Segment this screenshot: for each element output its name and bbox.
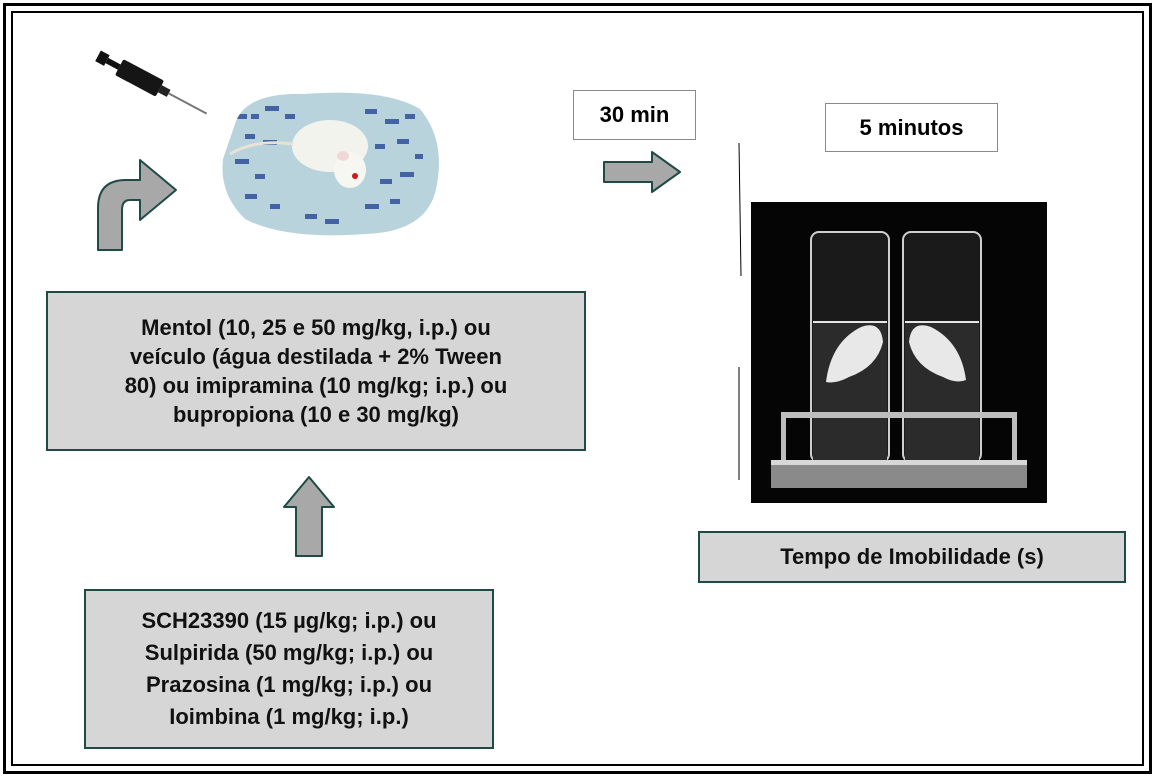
treatment-line: Mentol (10, 25 e 50 mg/kg, i.p.) ou (141, 315, 491, 340)
time-30min-label: 30 min (573, 90, 696, 140)
forced-swim-photo (751, 202, 1047, 503)
immobility-time-label: Tempo de Imobilidade (s) (780, 544, 1044, 569)
treatment-line: bupropiona (10 e 30 mg/kg) (172, 402, 460, 427)
syringe-icon (95, 50, 208, 115)
outer-frame (3, 3, 1152, 774)
treatment-line: veículo (água destilada + 2% Tween (130, 344, 502, 369)
antagonist-line: SCH23390 (15 µg/kg; i.p.) ou (141, 608, 437, 633)
antagonist-line: Ioimbina (1 mg/kg; i.p.) (169, 704, 409, 729)
antagonist-line: Prazosina (1 mg/kg; i.p.) ou (145, 672, 433, 697)
mouse-photo (222, 92, 439, 236)
treatment-box: Mentol (10, 25 e 50 mg/kg, i.p.) ou veíc… (46, 291, 586, 451)
antagonist-line: Sulpirida (50 mg/kg; i.p.) ou (144, 640, 434, 665)
treatment-line: 80) ou imipramina (10 mg/kg; i.p.) ou (124, 373, 508, 398)
inner-frame (11, 11, 1144, 766)
immobility-time-box: Tempo de Imobilidade (s) (698, 531, 1126, 583)
test-duration-label: 5 minutos (825, 103, 998, 152)
antagonist-box: SCH23390 (15 µg/kg; i.p.) ou Sulpirida (… (84, 589, 494, 749)
